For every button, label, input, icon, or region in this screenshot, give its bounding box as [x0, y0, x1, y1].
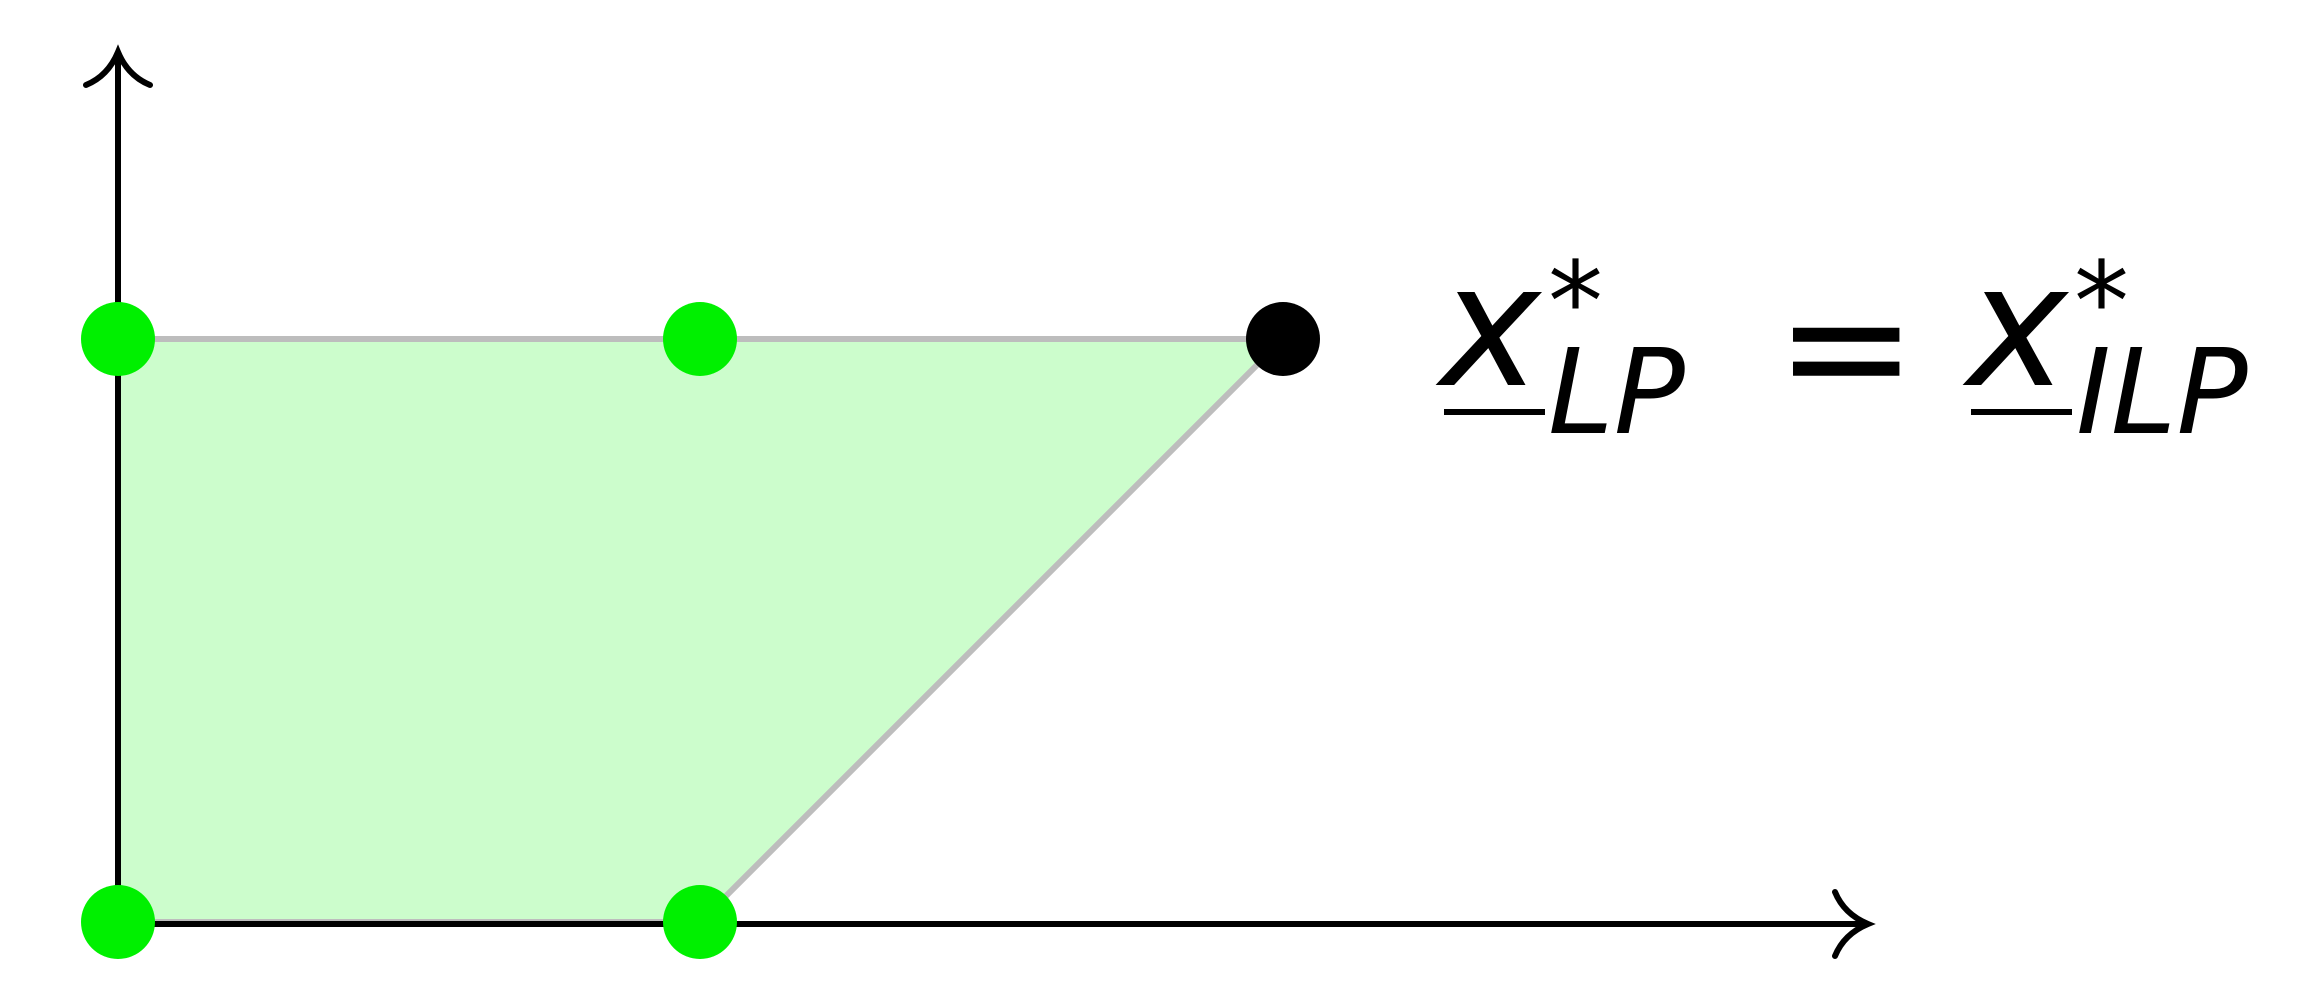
x-axis-arrowhead [1832, 889, 1876, 959]
rhs-star: * [2074, 238, 2129, 366]
integer-point [663, 302, 737, 376]
y-axis-arrowhead [83, 44, 153, 88]
lhs-star: * [1548, 238, 1603, 366]
lhs-subscript: LP [1548, 323, 1685, 461]
rhs-subscript: ILP [2076, 323, 2248, 461]
integer-point [81, 885, 155, 959]
integer-points [81, 302, 737, 959]
equation: x * LP = x * ILP [1435, 228, 2248, 461]
equals-sign: = [1775, 248, 1917, 446]
axes [83, 44, 1876, 959]
lhs-variable: x [1435, 228, 1543, 426]
rhs-variable: x [1962, 228, 2070, 426]
optimum-point [1246, 302, 1320, 376]
feasible-region [115, 336, 1286, 925]
integer-point [81, 302, 155, 376]
integer-point [663, 885, 737, 959]
